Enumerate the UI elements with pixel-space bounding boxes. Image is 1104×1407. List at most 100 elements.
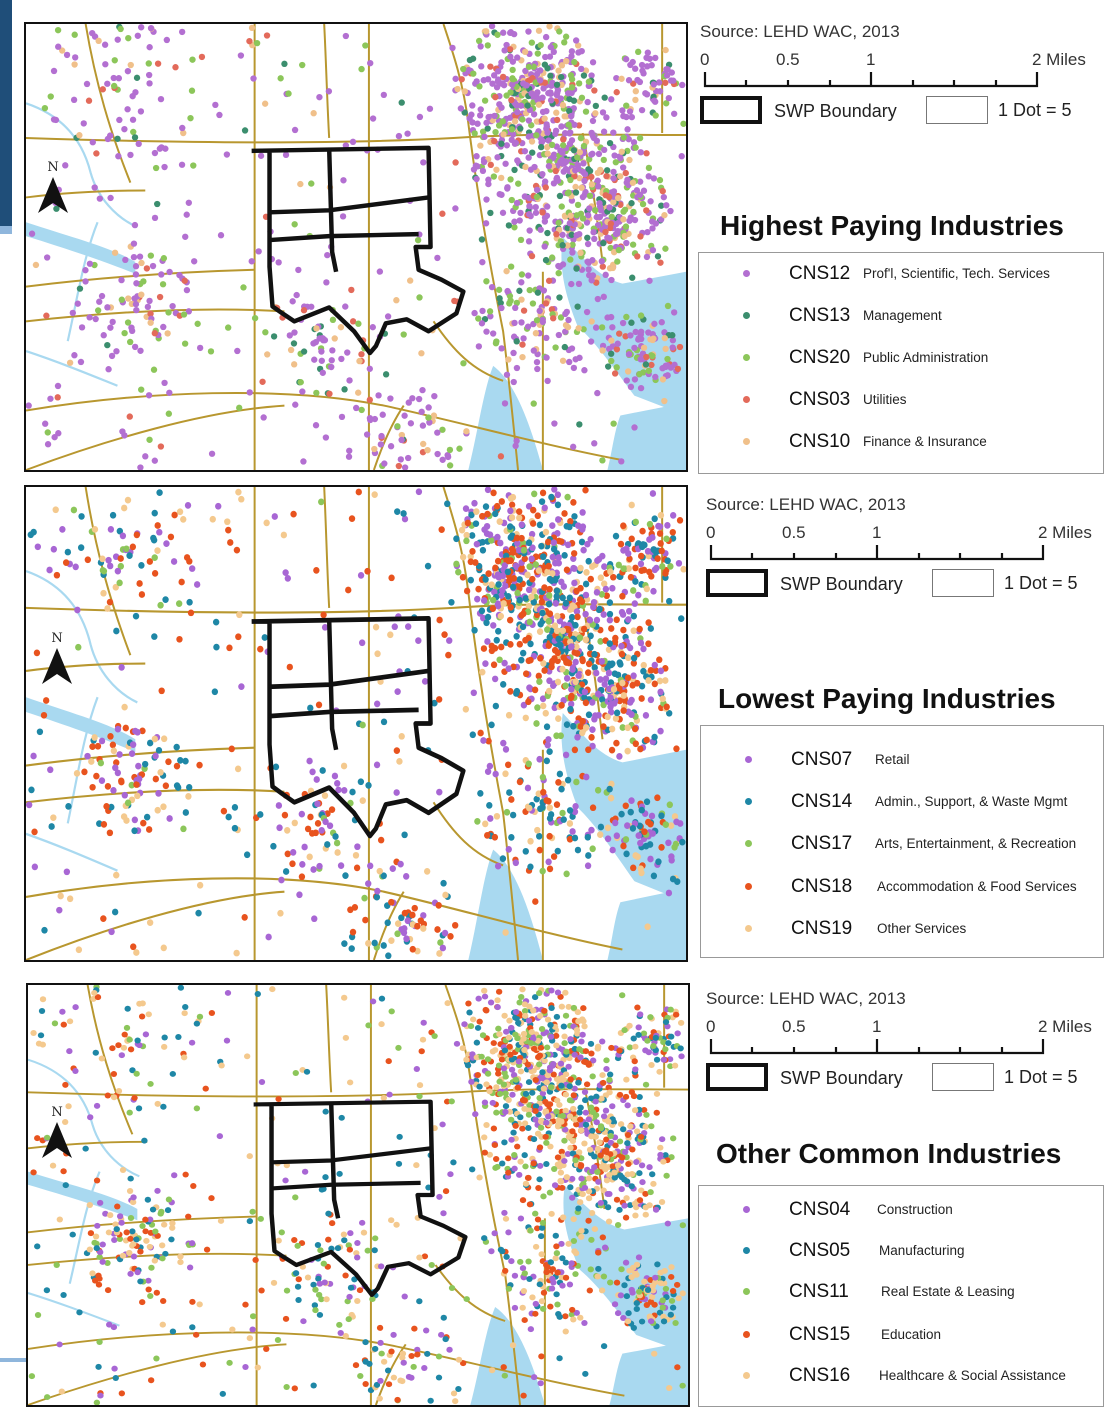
- job-dot: [194, 320, 201, 327]
- job-dot: [529, 300, 537, 307]
- job-dot: [169, 1328, 177, 1335]
- job-dot: [290, 340, 298, 347]
- job-dot: [500, 681, 507, 688]
- job-dot: [615, 561, 622, 569]
- map-frame[interactable]: [24, 485, 688, 962]
- job-dot: [398, 732, 405, 740]
- job-dot: [591, 440, 598, 447]
- job-dot: [477, 106, 484, 113]
- dot-density-map[interactable]: [26, 487, 686, 960]
- job-dot: [678, 153, 685, 160]
- job-dot: [96, 1199, 104, 1206]
- job-dot: [649, 1171, 656, 1178]
- job-dot: [436, 1193, 443, 1200]
- job-dot: [544, 143, 551, 151]
- job-dot: [543, 1119, 550, 1126]
- job-dot: [507, 534, 514, 541]
- job-dot: [393, 789, 400, 796]
- job-dot: [518, 521, 525, 529]
- job-dot: [530, 1374, 538, 1381]
- job-dot: [525, 1125, 532, 1131]
- job-dot: [638, 61, 646, 69]
- job-dot: [550, 48, 557, 56]
- job-dot: [128, 781, 135, 789]
- job-dot: [367, 862, 374, 870]
- job-dot: [375, 392, 382, 399]
- job-dot: [487, 209, 494, 217]
- job-dot: [464, 519, 472, 527]
- job-dot: [235, 488, 242, 496]
- job-dot: [668, 1264, 675, 1271]
- map-frame[interactable]: [24, 22, 688, 472]
- job-dot: [537, 1044, 545, 1051]
- job-dot: [354, 843, 361, 851]
- job-dot: [609, 584, 616, 592]
- job-dot: [314, 800, 321, 808]
- job-dot: [300, 307, 308, 314]
- job-dot: [324, 251, 331, 259]
- job-dot: [450, 1159, 457, 1166]
- job-dot: [153, 1355, 160, 1362]
- job-dot: [588, 277, 595, 284]
- job-dot: [521, 1120, 529, 1127]
- job-dot: [354, 1254, 361, 1261]
- legend-dot-icon: [745, 756, 752, 763]
- job-dot: [591, 207, 599, 214]
- job-dot: [208, 1010, 216, 1016]
- map-frame[interactable]: [26, 983, 690, 1407]
- job-dot: [583, 568, 590, 576]
- job-dot: [612, 230, 620, 238]
- job-dot: [421, 1253, 429, 1260]
- job-dot: [637, 328, 645, 335]
- job-dot: [554, 989, 562, 996]
- job-dot: [569, 241, 576, 248]
- job-dot: [642, 712, 650, 719]
- job-dot: [645, 619, 652, 626]
- job-dot: [662, 677, 669, 684]
- job-dot: [145, 1011, 152, 1018]
- job-dot: [542, 33, 550, 41]
- job-dot: [416, 113, 424, 121]
- dot-density-map[interactable]: [26, 24, 686, 470]
- job-dot: [189, 56, 196, 63]
- job-dot: [628, 501, 635, 509]
- dot-density-map[interactable]: [28, 985, 688, 1405]
- job-dot: [610, 420, 617, 427]
- job-dot: [588, 1050, 595, 1057]
- job-dot: [463, 1296, 470, 1303]
- job-dot: [171, 511, 178, 519]
- job-dot: [467, 558, 474, 566]
- job-dot: [548, 306, 556, 313]
- job-dot: [127, 61, 134, 69]
- job-dot: [131, 221, 139, 229]
- job-dot: [608, 213, 615, 220]
- job-dot: [304, 1274, 312, 1281]
- job-dot: [234, 765, 242, 773]
- job-dot: [248, 258, 255, 265]
- job-dot: [570, 550, 578, 557]
- job-dot: [579, 215, 587, 222]
- job-dot: [646, 55, 653, 62]
- job-dot: [618, 608, 626, 616]
- job-dot: [516, 999, 523, 1006]
- job-dot: [511, 1151, 518, 1158]
- job-dot: [193, 581, 201, 588]
- job-dot: [479, 546, 487, 554]
- job-dot: [319, 335, 327, 342]
- scale-label-half: 0.5: [776, 50, 800, 69]
- job-dot: [137, 1248, 144, 1255]
- job-dot: [577, 723, 584, 730]
- job-dot: [453, 560, 460, 568]
- job-dot: [515, 180, 522, 187]
- job-dot: [499, 209, 507, 216]
- job-dot: [493, 1109, 500, 1116]
- creek: [26, 569, 138, 704]
- job-dot: [665, 94, 672, 102]
- job-dot: [525, 657, 532, 665]
- job-dot: [283, 1287, 291, 1294]
- job-dot: [30, 1029, 37, 1036]
- job-dot: [556, 617, 564, 625]
- job-dot: [569, 828, 576, 835]
- job-dot: [573, 232, 580, 239]
- job-dot: [588, 72, 595, 79]
